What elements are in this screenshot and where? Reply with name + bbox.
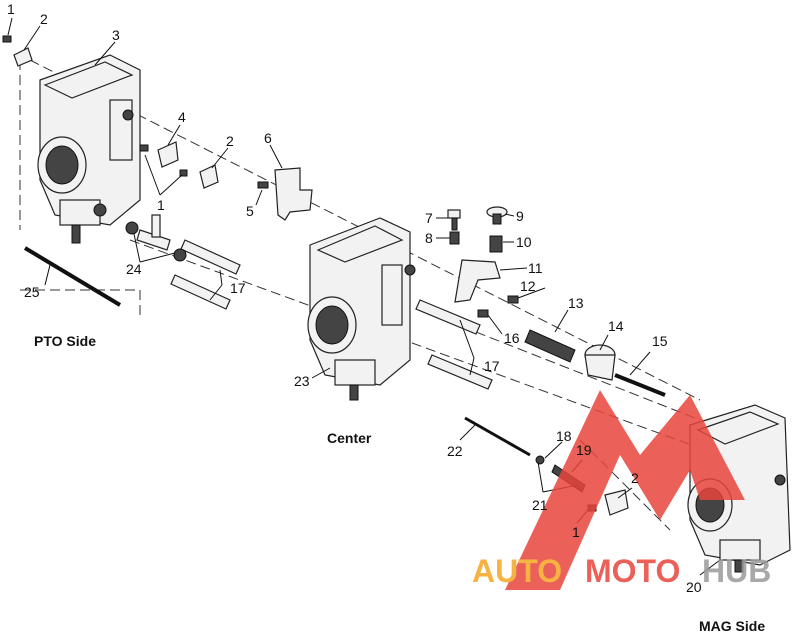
callout-1: 1 [7,1,15,17]
callout-13: 13 [568,295,584,311]
callout-7: 7 [425,210,433,226]
callout-23: 23 [294,373,310,389]
callout-8: 8 [425,230,433,246]
watermark-logo: AUTO MOTO HUB [472,390,771,590]
callout-1: 1 [157,197,165,213]
mag-side-label: MAG Side [699,618,765,633]
watermark-text-auto: AUTO [472,553,562,589]
callout-2: 2 [631,470,639,486]
watermark-text-hub: HUB [702,553,771,589]
callout-2: 2 [40,11,48,27]
callout-15: 15 [652,333,668,349]
callout-11: 11 [528,260,543,276]
callout-5: 5 [246,203,254,219]
callout-20: 20 [686,579,702,595]
callout-17: 17 [230,280,246,296]
pto-carburetor [37,54,141,244]
watermark-mountain-shape [505,390,745,590]
callout-24: 24 [126,261,142,277]
callout-22: 22 [447,443,463,459]
callout-17: 17 [484,358,500,374]
callout-numbers: 1 2 3 4 2 1 6 5 7 8 9 10 11 12 13 14 15 … [7,1,702,595]
callout-16: 16 [504,330,520,346]
callout-18: 18 [556,428,572,444]
callout-2: 2 [226,133,234,149]
callout-19: 19 [576,442,592,458]
section-labels: PTO Side Center MAG Side [34,333,765,633]
callout-9: 9 [516,208,524,224]
callout-12: 12 [520,278,536,294]
callout-4: 4 [178,109,186,125]
callout-25: 25 [24,284,40,300]
callout-14: 14 [608,318,624,334]
center-label: Center [327,430,372,446]
center-carburetor [307,217,416,401]
callout-3: 3 [112,27,120,43]
small-parts [2,35,666,516]
callout-1: 1 [572,524,580,540]
watermark-text-moto: MOTO [585,553,680,589]
callout-21: 21 [532,497,548,513]
leader-lines [7,17,721,576]
callout-10: 10 [516,234,532,250]
callout-6: 6 [264,130,272,146]
pto-side-label: PTO Side [34,333,96,349]
